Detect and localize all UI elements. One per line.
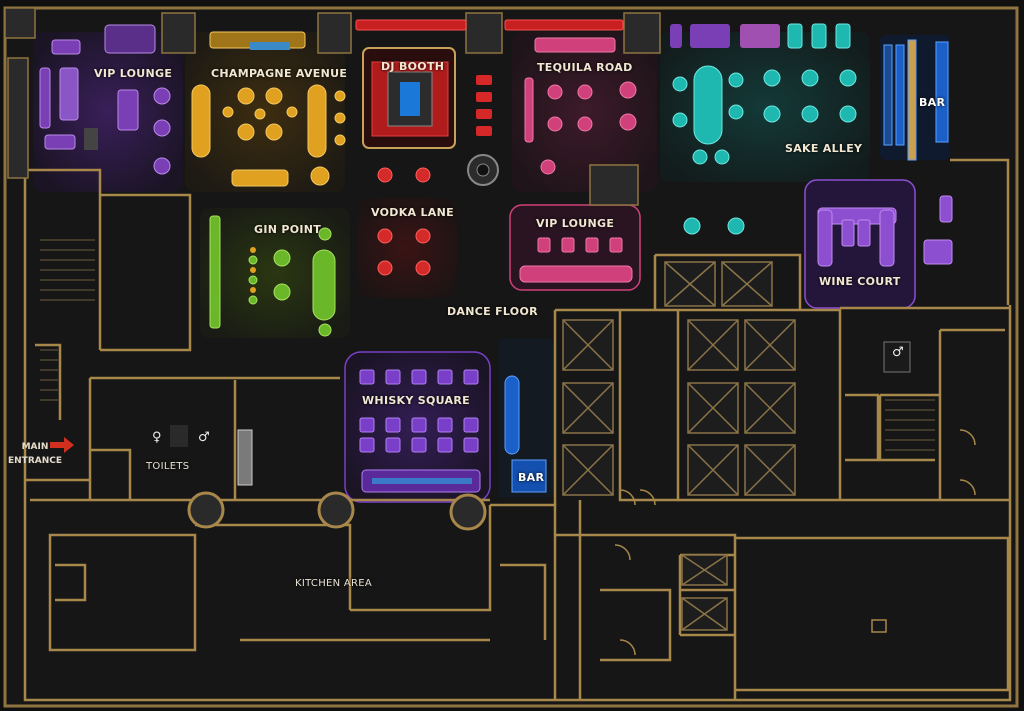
zone-label-dj-booth: DJ BOOTH <box>381 60 445 73</box>
female-toilet-icon: ♀ <box>152 430 162 445</box>
main-entrance-label: MAIN ENTRANCE <box>8 440 62 468</box>
zone-label-gin-point: GIN POINT <box>254 223 322 236</box>
zone-label-vip-lounge-center: VIP LOUNGE <box>536 217 615 230</box>
zone-label-vodka-lane: VODKA LANE <box>371 206 454 219</box>
toilet-icon: ♂ <box>892 345 904 360</box>
zone-label-toilets: TOILETS <box>146 461 190 472</box>
zone-label-whisky-square: WHISKY SQUARE <box>362 394 470 407</box>
zone-label-wine-court: WINE COURT <box>819 275 901 288</box>
zone-label-vip-lounge-top: VIP LOUNGE <box>94 67 173 80</box>
entrance-arrow-icon <box>50 437 74 453</box>
zone-label-tequila-road: TEQUILA ROAD <box>537 61 633 74</box>
zone-sake-alley <box>660 32 870 182</box>
entrance-line-2: ENTRANCE <box>8 456 62 466</box>
zone-label-champagne-avenue: CHAMPAGNE AVENUE <box>211 67 348 80</box>
zone-tequila-road <box>512 32 657 192</box>
zone-label-dance-floor: DANCE FLOOR <box>447 305 538 318</box>
zone-label-kitchen-area: KITCHEN AREA <box>295 578 373 589</box>
zone-label-sake-alley: SAKE ALLEY <box>785 142 863 155</box>
zone-label-bar-center: BAR <box>518 471 545 484</box>
male-toilet-icon: ♂ <box>198 430 210 445</box>
entrance-line-1: MAIN <box>21 442 49 452</box>
zone-label-bar-top: BAR <box>919 96 946 109</box>
